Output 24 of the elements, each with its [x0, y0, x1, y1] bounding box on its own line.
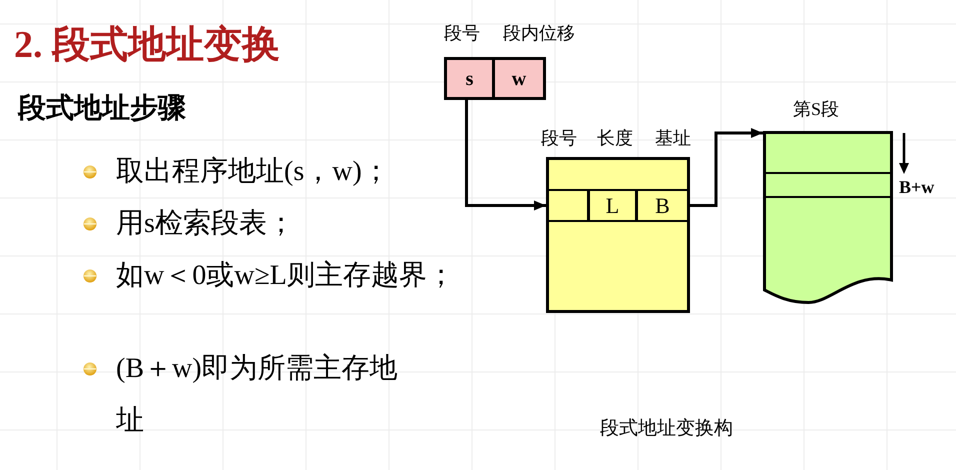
column-heading: 第S段 [793, 100, 840, 120]
memory-segment [763, 131, 893, 304]
slide-title: 2. 段式地址变换 [14, 26, 280, 64]
column-heading: 基址 [655, 129, 691, 149]
diagram-caption: 段式地址变换构 [600, 419, 733, 438]
column-heading: 段内位移 [503, 24, 575, 44]
offset-cell: w [492, 57, 546, 100]
bullet-text: 取出程序地址(s，w)； [116, 155, 391, 189]
segment-table [546, 157, 690, 313]
column-heading: 段号 [444, 24, 480, 44]
segment-number-cell: s [444, 57, 495, 100]
length-cell: L [587, 189, 638, 222]
table-cell [546, 189, 590, 222]
column-heading: 段号 [541, 129, 577, 149]
bullet-text: (B＋w)即为所需主存地址 [116, 352, 399, 438]
arrow [690, 128, 763, 207]
section-heading: 段式地址步骤 [18, 94, 186, 125]
bullet-text: 用s检索段表； [116, 207, 296, 241]
arrow [465, 100, 546, 210]
column-heading: 长度 [597, 129, 633, 149]
bullet-text: 如w＜0或w≥L则主存越界； [116, 259, 456, 293]
memory-unit-band [763, 172, 893, 198]
offset-label: B+w [899, 178, 934, 198]
base-address-cell: B [635, 189, 690, 222]
